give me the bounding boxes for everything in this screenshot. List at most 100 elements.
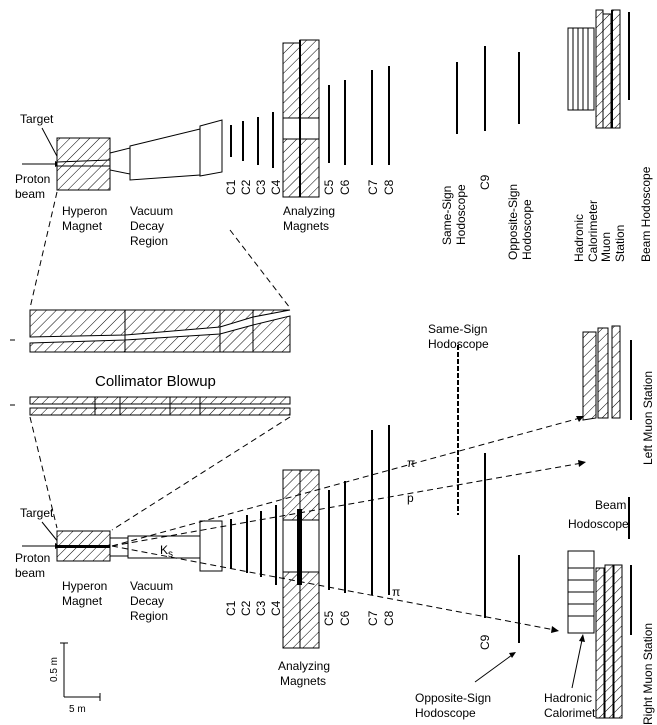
- track-pi-top-label: π: [407, 456, 415, 470]
- top-analyzing-magnet-1-lower: [282, 138, 301, 198]
- bottom-chamber-c5: [328, 490, 330, 590]
- collimator-blowup-title: Collimator Blowup: [95, 373, 216, 390]
- bottom-ks-label: Ks: [160, 543, 173, 560]
- bottom-analyzing-label-1: Analyzing: [278, 659, 330, 673]
- bottom-target-pointer: [41, 521, 60, 544]
- top-muon-plate-2: [602, 13, 612, 129]
- top-c1-label: C1: [224, 179, 238, 195]
- track-pi-bottom-label: π: [392, 585, 400, 599]
- right-muon-plate-3: [613, 564, 623, 719]
- top-proton-label-2: beam: [15, 187, 45, 201]
- top-opposite-sign-label-2: Hodoscope: [520, 199, 534, 260]
- top-target-label: Target: [20, 112, 54, 126]
- top-vacuum-label-1: Vacuum: [130, 204, 173, 218]
- top-decay-end: [199, 119, 223, 177]
- beam-hodoscope-label-2: Hodoscope: [568, 517, 629, 531]
- bottom-hyperon-channel: [57, 545, 110, 548]
- top-c9-label: C9: [478, 174, 492, 190]
- top-muon-label-2: Station: [613, 225, 627, 262]
- bottom-c8-label: C8: [382, 610, 396, 626]
- top-analyzing-label-2: Magnets: [283, 219, 329, 233]
- left-muon-plate-2: [597, 327, 609, 419]
- top-chamber-c4: [272, 112, 274, 168]
- top-expansion-line-left: [29, 191, 58, 309]
- ks-subscript: s: [168, 549, 173, 560]
- collimator-upper-bottom-jaw: [29, 315, 291, 353]
- bottom-chamber-c3: [260, 511, 262, 577]
- left-muon-plate-1: [582, 331, 597, 421]
- bottom-proton-label-1: Proton: [15, 551, 50, 565]
- bottom-hadronic-pointer: [571, 639, 583, 689]
- bottom-chamber-c9: [484, 453, 486, 618]
- bottom-chamber-c8: [388, 425, 390, 595]
- bottom-hadronic-label-2: Calorimeter: [544, 706, 606, 720]
- bottom-analyzing-label-2: Magnets: [280, 674, 326, 688]
- top-hadronic-label-1: Hadronic: [572, 214, 586, 262]
- top-chamber-c1: [230, 125, 232, 157]
- left-muon-plate-3: [611, 325, 621, 419]
- top-c3-label: C3: [254, 179, 268, 195]
- top-chamber-c6: [344, 80, 346, 165]
- collimator-lower-top-strip: [29, 396, 291, 405]
- bottom-c4-label: C4: [269, 600, 283, 616]
- top-hyperon-label-2: Magnet: [62, 219, 103, 233]
- bottom-analyzing-core: [297, 509, 302, 585]
- bottom-hadronic-pointer-head: [579, 634, 585, 642]
- left-muon-station-label: Left Muon Station: [641, 371, 655, 465]
- bottom-decay-neck: [109, 537, 129, 557]
- top-chamber-c5: [328, 85, 330, 163]
- top-analyzing-label-1: Analyzing: [283, 204, 335, 218]
- collimator-expansion-right: [111, 416, 291, 531]
- ks-letter: K: [160, 543, 168, 557]
- bottom-decay-end: [199, 520, 223, 572]
- bottom-same-sign-label-1: Same-Sign: [428, 322, 487, 336]
- track-pi-bottom-head: [551, 626, 559, 633]
- top-decay-neck: [109, 147, 131, 175]
- bottom-c1-label: C1: [224, 600, 238, 616]
- top-same-sign-label-2: Hodoscope: [454, 184, 468, 245]
- top-opposite-sign-label-1: Opposite-Sign: [506, 184, 520, 260]
- top-analyzing-magnet-2-upper: [299, 39, 320, 119]
- bottom-chamber-c4: [275, 505, 277, 585]
- bottom-opposite-sign-label-1: Opposite-Sign: [415, 691, 491, 705]
- top-same-sign-hodoscope: [456, 62, 458, 134]
- top-muon-plate-1: [595, 9, 604, 129]
- bottom-hadronic-label-1: Hadronic: [544, 691, 592, 705]
- right-muon-plate-1: [595, 567, 605, 719]
- bottom-opposite-sign-hodoscope: [518, 555, 520, 643]
- right-muon-plate-2: [604, 564, 614, 719]
- bottom-opposite-sign-pointer: [474, 654, 513, 683]
- collimator-blowup: Collimator Blowup: [10, 309, 291, 531]
- bottom-opposite-sign-label-2: Hodoscope: [415, 706, 476, 720]
- top-hyperon-label-1: Hyperon: [62, 204, 107, 218]
- top-hyperon-channel: [56, 159, 111, 163]
- collimator-expansion-left: [29, 416, 58, 529]
- bottom-view: Target Proton beam Hyperon Magnet Vacuum…: [15, 322, 655, 725]
- top-c8-label: C8: [382, 179, 396, 195]
- top-c7-label: C7: [366, 179, 380, 195]
- top-vacuum-label-3: Region: [130, 234, 168, 248]
- top-chamber-c2: [242, 121, 244, 161]
- top-analyzing-magnet-1-upper: [282, 42, 301, 119]
- top-proton-label-1: Proton: [15, 172, 50, 186]
- top-hadronic-label-2: Calorimeter: [586, 200, 600, 262]
- top-chamber-c7: [371, 70, 373, 165]
- top-hadronic-calorimeter: [567, 27, 595, 111]
- top-view: Target Proton beam Hyperon Magnet Vacuum…: [15, 9, 653, 309]
- top-hyperon-magnet: [56, 137, 111, 191]
- collimator-lower-bottom-strip: [29, 407, 291, 416]
- top-beam-hodoscope: [628, 12, 630, 100]
- bottom-vacuum-label-3: Region: [130, 609, 168, 623]
- bottom-same-sign-label-2: Hodoscope: [428, 337, 489, 351]
- top-expansion-line-right: [229, 229, 291, 309]
- top-opposite-sign-hodoscope: [518, 52, 520, 124]
- top-vacuum-label-2: Decay: [130, 219, 164, 233]
- beam-hodoscope-label-1: Beam: [595, 498, 626, 512]
- bottom-chamber-c1: [230, 519, 232, 569]
- bottom-c9-label: C9: [478, 634, 492, 650]
- top-beam-hodoscope-label: Beam Hodoscope: [639, 166, 653, 262]
- scale-vertical-label: 0.5 m: [49, 657, 60, 682]
- track-proton-label: p: [407, 491, 414, 505]
- bottom-hyperon-label-2: Magnet: [62, 594, 103, 608]
